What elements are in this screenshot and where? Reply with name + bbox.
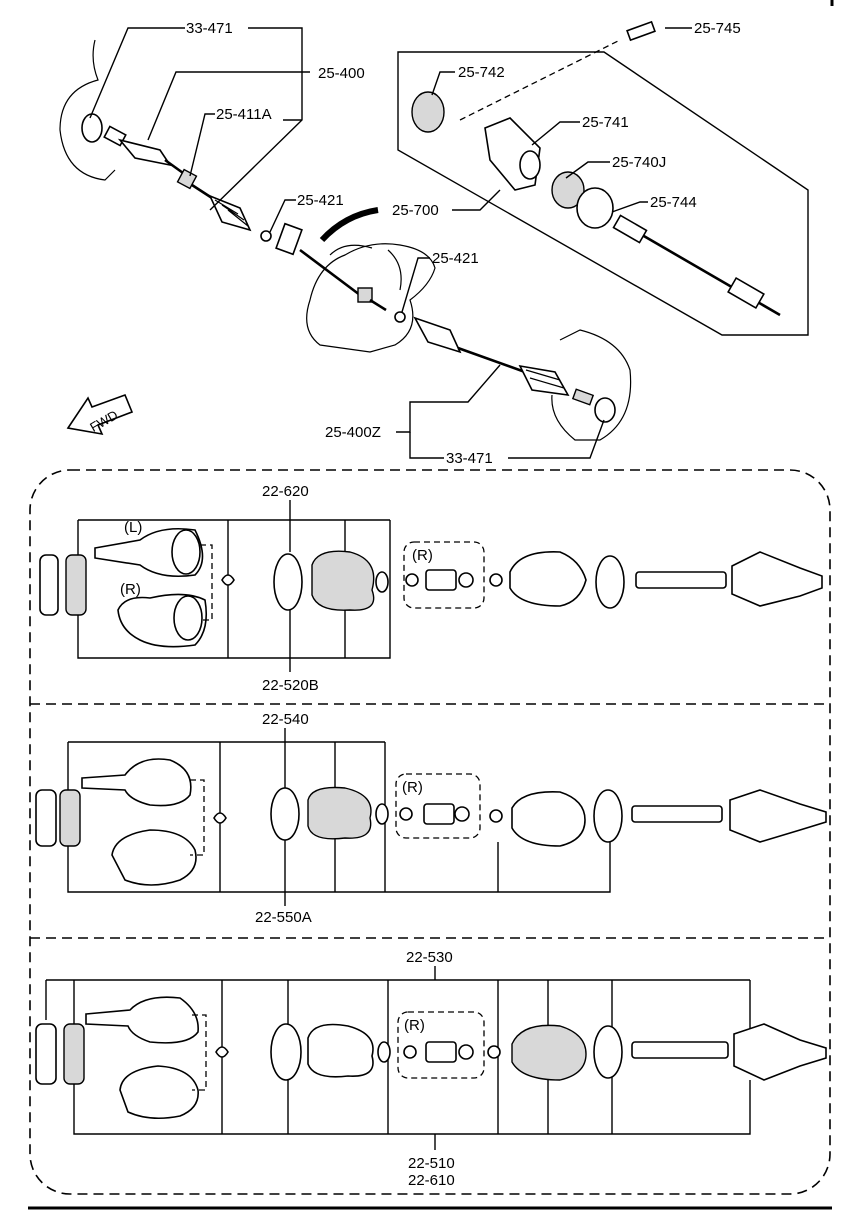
kit-section-3: (R) 22-530 22-510 22-610: [35, 949, 827, 1189]
outer-joint-3b: [119, 1065, 199, 1120]
label-22-510: 22-510: [408, 1155, 455, 1172]
label-25-742: 25-742: [458, 64, 505, 81]
marker-inner-r-2: (R): [402, 779, 423, 796]
driveshaft-kits-panel: [29, 469, 831, 1195]
right-drive-shaft: [413, 316, 632, 441]
left-hub-seal: [81, 113, 103, 143]
kit-section-1: (L) (R) (R) 22-620 22-520B: [39, 483, 823, 694]
boot-inner-3: [511, 1024, 587, 1081]
label-25-400z: 25-400Z: [325, 424, 381, 441]
intermediate-bracket: [275, 222, 303, 256]
boot-25-742: [411, 91, 445, 133]
bearing-25-744: [576, 187, 614, 229]
marker-l: (L): [124, 519, 142, 536]
label-22-620: 22-620: [262, 483, 309, 500]
label-25-700: 25-700: [392, 202, 439, 219]
marker-r: (R): [120, 581, 141, 598]
right-hub-seal: [594, 397, 616, 423]
boot-22-530: [307, 1023, 374, 1078]
label-22-540: 22-540: [262, 711, 309, 728]
label-25-400: 25-400: [318, 65, 365, 82]
boot-inner-1: [509, 551, 587, 607]
label-22-550a: 22-550A: [255, 909, 312, 926]
shaft-collar: [357, 287, 373, 303]
label-22-530: 22-530: [406, 949, 453, 966]
label-25-411a: 25-411A: [216, 106, 272, 123]
top-exploded-view: FWD 33-471 25-400 25-411A 25-421: [59, 20, 809, 467]
label-22-520b: 22-520B: [262, 677, 319, 694]
label-33-471-b: 33-471: [446, 450, 493, 467]
label-22-610: 22-610: [408, 1172, 455, 1189]
label-25-745: 25-745: [694, 20, 741, 37]
left-drive-shaft: [103, 125, 252, 232]
bearing-25-740j: [551, 171, 585, 209]
label-25-421-a: 25-421: [297, 192, 344, 209]
label-25-741: 25-741: [582, 114, 629, 131]
label-33-471-a: 33-471: [186, 20, 233, 37]
boot-inner-2: [511, 791, 586, 847]
routing-arc: [319, 207, 379, 243]
assembly-box-25-700: [397, 51, 809, 336]
marker-inner-r-1: (R): [412, 547, 433, 564]
label-25-744: 25-744: [650, 194, 697, 211]
circlip-b: [394, 311, 406, 323]
circlip-a: [260, 230, 272, 242]
bolt-25-745: [626, 20, 656, 42]
marker-inner-r-3: (R): [404, 1017, 425, 1034]
boot-22-620: [311, 550, 375, 611]
label-25-740j: 25-740J: [612, 154, 666, 171]
outer-joint-3: [85, 996, 199, 1044]
label-25-421-b: 25-421: [432, 250, 479, 267]
boot-22-540: [307, 786, 372, 840]
kit-section-2: (R) 22-540 22-550A: [35, 711, 827, 926]
fwd-arrow: FWD: [66, 393, 134, 436]
outer-joint-2b: [111, 829, 197, 886]
outer-joint-2: [81, 758, 192, 807]
